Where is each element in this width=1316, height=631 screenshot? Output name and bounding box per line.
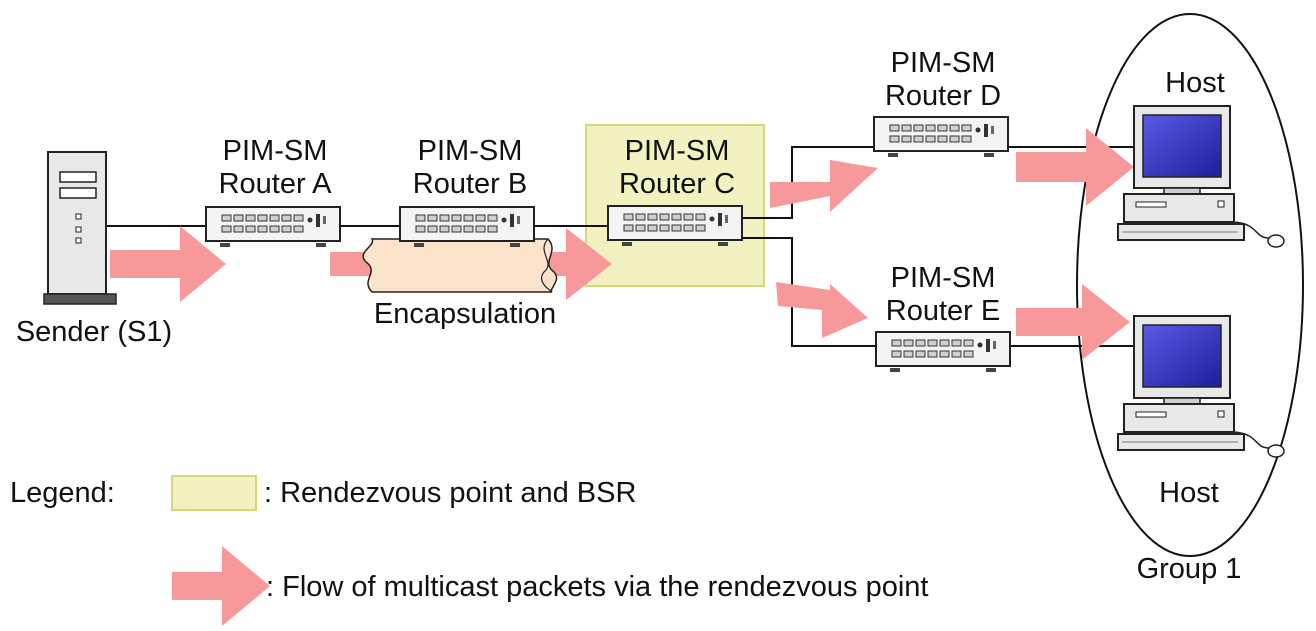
sender-label: Sender (S1) bbox=[16, 316, 172, 348]
router-c-icon bbox=[607, 205, 743, 247]
router-b-label-line2: Router B bbox=[413, 168, 527, 200]
host-top-label: Host bbox=[1165, 67, 1225, 99]
router-d-icon bbox=[873, 116, 1009, 158]
flow-arrow-1 bbox=[110, 226, 226, 302]
sender-server-icon bbox=[43, 151, 117, 305]
router-d-label-line2: Router D bbox=[885, 80, 1001, 112]
legend-rp-swatch bbox=[171, 475, 257, 511]
group-ellipse bbox=[1076, 13, 1304, 557]
host-bottom-label: Host bbox=[1159, 477, 1219, 509]
flow-arrow-5 bbox=[1016, 128, 1134, 206]
legend-rp-text: : Rendezvous point and BSR bbox=[264, 477, 636, 509]
flow-arrow-3 bbox=[770, 160, 878, 212]
host-bottom-icon bbox=[1117, 315, 1285, 458]
router-e-label-line1: PIM-SM bbox=[891, 262, 996, 294]
flow-arrow-4 bbox=[776, 282, 868, 338]
legend-flow-arrow bbox=[172, 546, 270, 626]
router-e-label-line2: Router E bbox=[886, 295, 1000, 327]
router-b-label-line1: PIM-SM bbox=[418, 135, 523, 167]
legend-flow-text: : Flow of multicast packets via the rend… bbox=[266, 571, 928, 603]
router-a-label-line2: Router A bbox=[219, 168, 332, 200]
legend-title: Legend: bbox=[10, 477, 115, 509]
router-c-label-line1: PIM-SM bbox=[625, 135, 730, 167]
encapsulation-tube bbox=[362, 238, 558, 293]
host-top-icon bbox=[1117, 105, 1285, 248]
encapsulation-label: Encapsulation bbox=[374, 298, 556, 330]
router-d-label-line1: PIM-SM bbox=[891, 47, 996, 79]
router-e-icon bbox=[875, 331, 1011, 373]
router-b-icon bbox=[399, 206, 535, 248]
router-a-icon bbox=[205, 206, 341, 248]
router-c-label-line2: Router C bbox=[619, 168, 735, 200]
group-label: Group 1 bbox=[1137, 553, 1242, 585]
flow-arrow-6 bbox=[1016, 284, 1130, 360]
router-a-label-line1: PIM-SM bbox=[223, 135, 328, 167]
